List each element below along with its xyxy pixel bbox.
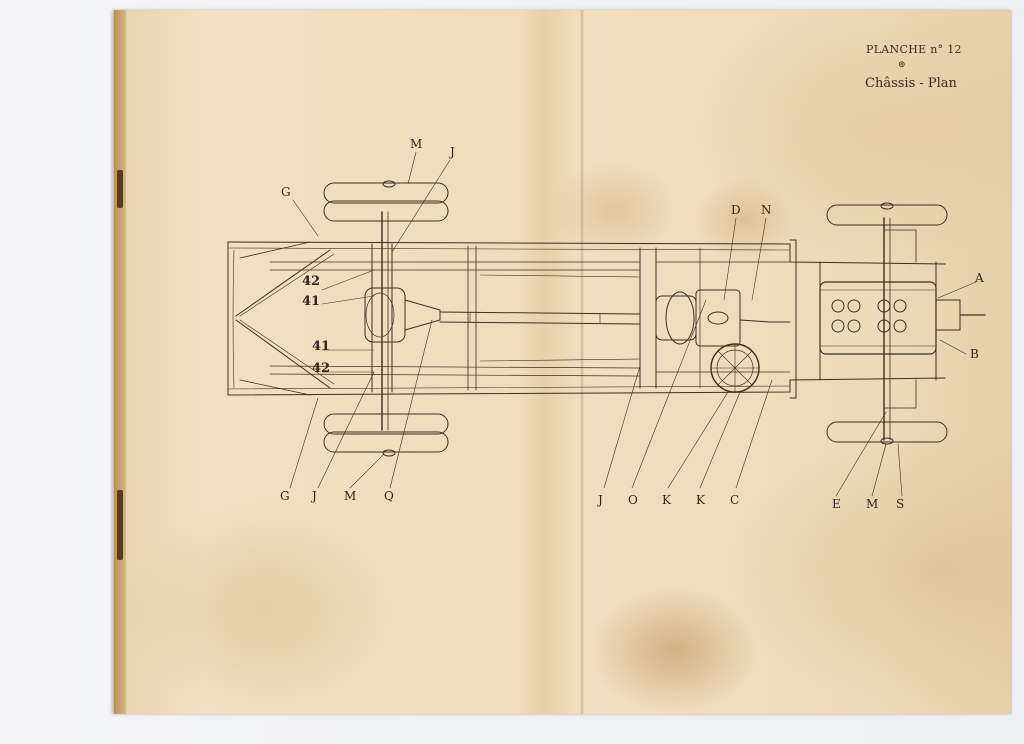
front-axle	[883, 217, 917, 441]
chassis-frame	[227, 239, 946, 399]
plate-symbol: ⊚	[898, 60, 906, 70]
label-bottom: K	[662, 493, 672, 507]
rear-axle	[364, 211, 441, 431]
label-top: N	[761, 203, 772, 217]
label-top: B	[970, 347, 979, 361]
gearbox	[655, 289, 741, 347]
label-bottom: C	[730, 493, 739, 507]
plate-title: Châssis - Plan	[865, 76, 957, 91]
handwheel	[710, 319, 791, 393]
label-bottom: O	[628, 493, 638, 507]
label-bottom: E	[832, 497, 841, 511]
paper-page	[114, 10, 1012, 714]
label-bottom: Q	[384, 489, 394, 503]
front-wheel-left	[826, 202, 948, 226]
label-top: G	[281, 185, 291, 199]
label-bottom: J	[310, 489, 317, 503]
label-bottom: S	[896, 497, 904, 511]
binding-stain	[117, 170, 123, 208]
number-label: 41	[302, 294, 320, 309]
number-label: 42	[312, 361, 330, 376]
label-bottom: K	[696, 493, 706, 507]
label-bottom: G	[280, 489, 290, 503]
label-top: J	[448, 145, 455, 159]
rear-wheel-right	[323, 413, 449, 457]
label-bottom: M	[866, 497, 878, 511]
leader-lines	[289, 151, 977, 497]
engine	[819, 281, 986, 355]
label-top: M	[410, 137, 422, 151]
number-label: 42	[302, 274, 320, 289]
binding-stain	[117, 490, 123, 560]
plate-number: PLANCHE n° 12	[866, 43, 962, 56]
label-bottom: M	[344, 489, 356, 503]
page-fold	[580, 10, 584, 714]
labels-numbers: 42 41 41 42	[302, 274, 330, 376]
label-top: D	[731, 203, 741, 217]
rear-wheel-left	[323, 180, 449, 222]
label-top: A	[974, 271, 984, 285]
number-label: 41	[312, 339, 330, 354]
propeller-shaft	[439, 274, 641, 362]
labels-bottom: G J M Q J O K K C E M S	[280, 489, 904, 511]
label-bottom: J	[596, 493, 603, 507]
front-wheel-right	[826, 421, 948, 445]
labels-top: M J G D N A B	[281, 137, 984, 361]
